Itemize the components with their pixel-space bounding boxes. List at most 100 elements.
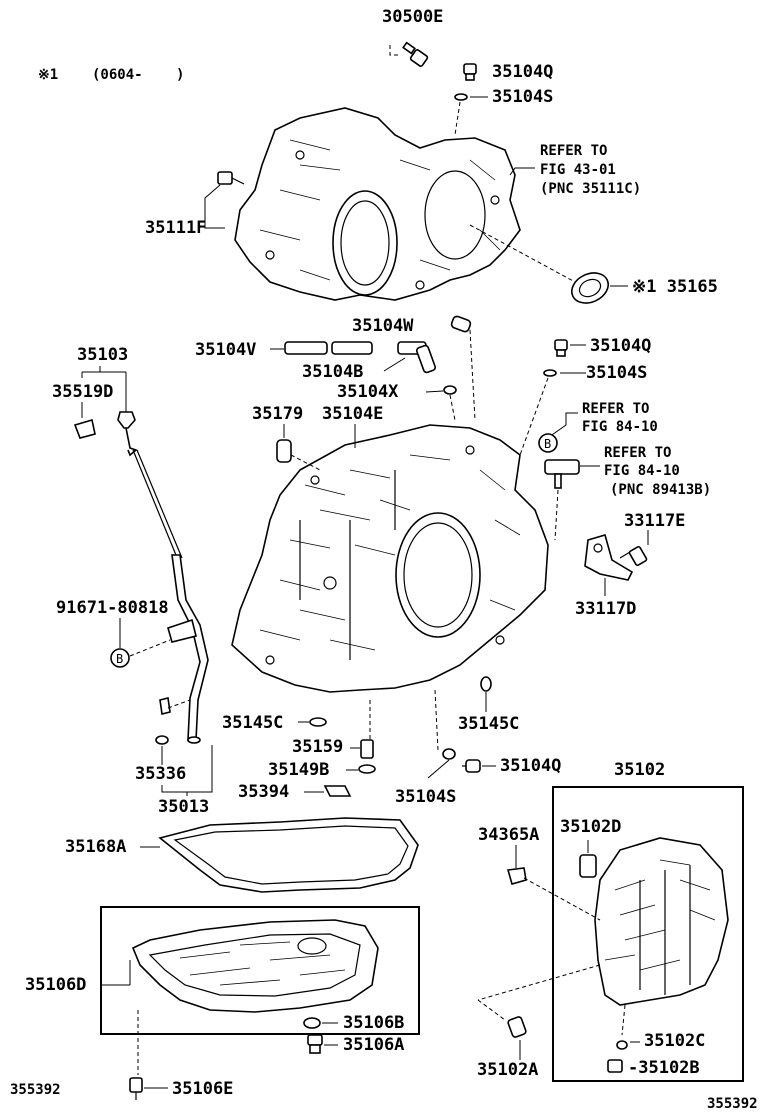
callout-B-right[interactable]: [538, 433, 558, 453]
label-35106D[interactable]: 35106D: [25, 975, 86, 995]
footer-code-right: 355392: [707, 1096, 758, 1112]
label-35145C-left[interactable]: 35145C: [222, 713, 283, 733]
bolt-35111F[interactable]: [217, 171, 245, 185]
washer-35149B[interactable]: [358, 764, 376, 774]
callout-B-left[interactable]: [110, 648, 130, 668]
label-33117E[interactable]: 33117E: [624, 511, 685, 531]
drain-plug-35106A[interactable]: [307, 1034, 323, 1054]
label-35159[interactable]: 35159: [292, 737, 343, 757]
refer3-line1[interactable]: REFER TO: [604, 445, 671, 461]
clip-34365A[interactable]: [506, 867, 527, 885]
o-ring-35104S-low[interactable]: [442, 748, 456, 760]
refer3-line3[interactable]: (PNC 89413B): [610, 482, 711, 498]
label-35106B[interactable]: 35106B: [343, 1013, 404, 1033]
refer2-line2[interactable]: FIG 84-10: [582, 419, 658, 435]
bolt-33117E[interactable]: [619, 546, 648, 566]
label-35149B[interactable]: 35149B: [268, 760, 329, 780]
label-35104S-mid[interactable]: 35104S: [586, 363, 647, 383]
note-range: (0604-: [92, 67, 143, 83]
footer-code-left: 355392: [10, 1082, 61, 1098]
o-ring-35104X[interactable]: [443, 385, 457, 395]
label-91671[interactable]: 91671-80818: [56, 598, 169, 618]
label-35104Q-low[interactable]: 35104Q: [500, 756, 561, 776]
plug-35159[interactable]: [360, 739, 374, 759]
label-35102B[interactable]: -35102B: [628, 1058, 700, 1078]
oil-pan-group-frame: [100, 906, 420, 1035]
plug-35104Q-low[interactable]: [462, 759, 481, 773]
label-34365A[interactable]: 34365A: [478, 825, 539, 845]
refer2-line1[interactable]: REFER TO: [582, 401, 649, 417]
label-35102C[interactable]: 35102C: [644, 1031, 705, 1051]
label-35104Q-mid[interactable]: 35104Q: [590, 336, 651, 356]
plug-35104Q-top[interactable]: [463, 63, 477, 81]
converter-housing[interactable]: [234, 107, 521, 301]
guide-tube-35013[interactable]: [167, 554, 209, 741]
label-35102D[interactable]: 35102D: [560, 817, 621, 837]
plug-35179[interactable]: [276, 439, 292, 463]
label-35179[interactable]: 35179: [252, 404, 303, 424]
label-35102[interactable]: 35102: [614, 760, 665, 780]
label-35111F[interactable]: 35111F: [145, 218, 206, 238]
label-35519D[interactable]: 35519D: [52, 382, 113, 402]
transaxle-case[interactable]: [231, 424, 549, 693]
plug-icon: [463, 63, 477, 75]
refer1-line2[interactable]: FIG 43-01: [540, 162, 616, 178]
label-35103[interactable]: 35103: [77, 345, 128, 365]
callout-B-right-label: B: [544, 437, 551, 451]
label-35102A[interactable]: 35102A: [477, 1060, 538, 1080]
plug-35104W[interactable]: [450, 315, 472, 333]
oil-pan-35106D[interactable]: [131, 919, 379, 1013]
label-33117D[interactable]: 33117D: [575, 599, 636, 619]
bolt-35106E[interactable]: [129, 1077, 143, 1100]
label-35145C-right[interactable]: 35145C: [458, 714, 519, 734]
label-35106A[interactable]: 35106A: [343, 1035, 404, 1055]
o-ring-icon[interactable]: [454, 93, 468, 101]
bolt-30500E[interactable]: [389, 41, 429, 67]
magnet-35106B[interactable]: [303, 1017, 321, 1029]
dipstick-35103[interactable]: [117, 411, 183, 561]
bolt-35102A[interactable]: [507, 1016, 527, 1038]
bracket-33117D[interactable]: [584, 534, 634, 581]
label-35104S-low[interactable]: 35104S: [395, 787, 456, 807]
note-close: ): [176, 67, 184, 83]
speed-sensor[interactable]: [544, 459, 580, 489]
o-ring-35145C-right[interactable]: [480, 676, 492, 692]
label-35106E[interactable]: 35106E: [172, 1079, 233, 1099]
washer-35145C-left[interactable]: [309, 717, 327, 727]
plug-35102B[interactable]: [607, 1059, 623, 1073]
label-35013[interactable]: 35013: [158, 797, 209, 817]
housing-cover-35102[interactable]: [594, 837, 729, 1006]
label-35104B[interactable]: 35104B: [302, 362, 363, 382]
group-35102-frame: [552, 786, 744, 1082]
label-35104W[interactable]: 35104W: [352, 316, 414, 336]
gasket-35168A[interactable]: [158, 817, 419, 893]
elbow-35104B[interactable]: [397, 341, 437, 374]
label-35394[interactable]: 35394: [238, 782, 289, 802]
clip-35519D[interactable]: [73, 418, 96, 439]
refer3-line2[interactable]: FIG 84-10: [604, 463, 680, 479]
refer1-line3[interactable]: (PNC 35111C): [540, 181, 641, 197]
label-35104S-top[interactable]: 35104S: [492, 87, 553, 107]
label-30500E[interactable]: 30500E: [382, 7, 443, 27]
bolt-icon: [409, 49, 429, 67]
label-35104V[interactable]: 35104V: [195, 340, 256, 360]
plug-35102D[interactable]: [579, 854, 597, 878]
label-35165[interactable]: ※1 35165: [632, 277, 718, 297]
bolt-icon: [217, 171, 233, 185]
o-ring-35336[interactable]: [155, 735, 169, 745]
o-ring-35102C[interactable]: [616, 1040, 628, 1050]
tube-35104V[interactable]: [284, 341, 373, 355]
oil-seal-35165[interactable]: [567, 267, 613, 308]
label-35168A[interactable]: 35168A: [65, 837, 126, 857]
bolt-icon: [628, 546, 648, 566]
label-35336[interactable]: 35336: [135, 764, 186, 784]
refer1-line1[interactable]: REFER TO: [540, 143, 607, 159]
label-35104Q-top[interactable]: 35104Q: [492, 62, 553, 82]
plug-35104Q-mid[interactable]: [554, 339, 568, 357]
label-35104X[interactable]: 35104X: [337, 382, 399, 402]
label-35104E[interactable]: 35104E: [322, 404, 383, 424]
block-35394[interactable]: [323, 785, 352, 797]
bolt-icon: [129, 1077, 143, 1093]
o-ring-35104S-mid[interactable]: [543, 369, 557, 377]
